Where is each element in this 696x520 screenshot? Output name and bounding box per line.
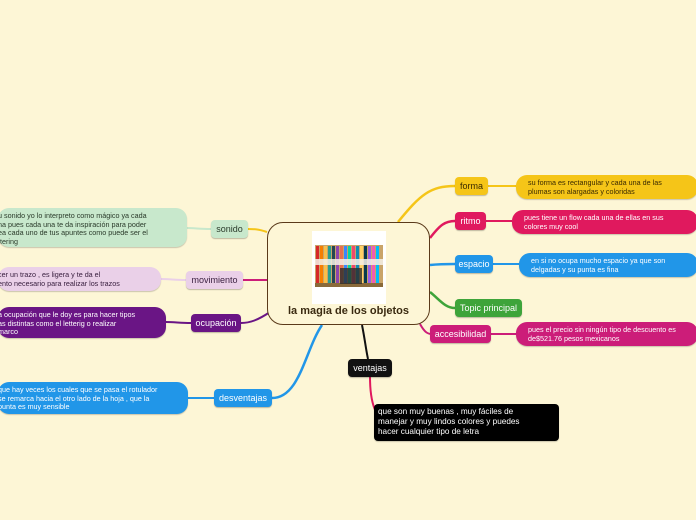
subtopic-movimiento-detail[interactable]: cer un trazo , es ligera y te da el ento… bbox=[0, 267, 161, 291]
connector-desventajas bbox=[271, 324, 324, 400]
subtopic-forma-detail[interactable]: su forma es rectangular y cada una de la… bbox=[516, 175, 696, 199]
topic-ventajas[interactable]: ventajas bbox=[348, 359, 392, 377]
connector-espacio bbox=[429, 262, 456, 267]
topic-ritmo[interactable]: ritmo bbox=[455, 212, 486, 230]
central-topic[interactable]: la magia de los objetos bbox=[267, 222, 430, 325]
connector-forma bbox=[397, 184, 456, 223]
detail-line: plumas son alargadas y coloridas bbox=[528, 186, 635, 196]
connector-movimiento-detail bbox=[160, 278, 187, 281]
central-title: la magia de los objetos bbox=[287, 305, 410, 317]
detail-line: punta es muy sensible bbox=[0, 402, 70, 412]
subtopic-ritmo-detail[interactable]: pues tiene un flow cada una de ellas en … bbox=[512, 210, 696, 234]
topic-movimiento[interactable]: movimiento bbox=[186, 271, 243, 289]
detail-line: ttering bbox=[0, 236, 18, 246]
detail-line: pues el precio sin ningún tipo de descue… bbox=[528, 325, 676, 334]
connector-ritmo bbox=[429, 219, 456, 239]
subtopic-ventajas-detail[interactable]: que son muy buenas , muy fáciles de mane… bbox=[374, 404, 559, 441]
subtopic-sonido-detail[interactable]: u sonido yo lo interpreto como mágico ya… bbox=[0, 208, 187, 247]
detail-line: ea cada uno de tus apuntes como puede se… bbox=[0, 228, 148, 238]
detail-line: que son muy buenas , muy fáciles de bbox=[378, 407, 514, 416]
connector-ocupacion-detail bbox=[165, 321, 192, 324]
detail-line: manejar y muy lindos colores y puedes bbox=[378, 416, 520, 426]
pen-row bbox=[316, 246, 379, 286]
topic-accesibilidad[interactable]: accesibilidad bbox=[430, 325, 491, 343]
subtopic-accesibilidad-detail[interactable]: pues el precio sin ningún tipo de descue… bbox=[516, 322, 696, 346]
detail-line: su forma es rectangular y cada una de la… bbox=[528, 178, 662, 187]
detail-line: delgadas y su punta es fina bbox=[531, 264, 619, 274]
connector-topic bbox=[429, 291, 456, 310]
detail-line: cer un trazo , es ligera y te da el bbox=[0, 270, 101, 279]
detail-line: pues tiene un flow cada una de ellas en … bbox=[524, 213, 664, 222]
detail-line: marco bbox=[0, 327, 18, 337]
topic-sonido[interactable]: sonido bbox=[211, 220, 248, 238]
detail-line: de$521.76 pesos mexicanos bbox=[528, 333, 620, 343]
connector-ventajas bbox=[361, 324, 369, 360]
topic-principal[interactable]: Topic principal bbox=[455, 299, 522, 317]
detail-line: ento necesario para realizar los trazos bbox=[0, 278, 120, 288]
topic-ocupacion[interactable]: ocupación bbox=[191, 314, 241, 332]
detail-line: hacer cualquier tipo de letra bbox=[378, 426, 480, 436]
detail-line: en si no ocupa mucho espacio ya que son bbox=[531, 256, 666, 265]
colored-pens-image bbox=[312, 231, 386, 304]
detail-line: as distintas como el letterig o realizar bbox=[0, 318, 117, 328]
detail-line: que hay veces los cuales que se pasa el … bbox=[0, 385, 158, 394]
connector-sonido bbox=[247, 228, 268, 233]
detail-line: na pues cada una te da inspiración para … bbox=[0, 219, 147, 229]
topic-espacio[interactable]: espacio bbox=[455, 255, 493, 273]
connector-ocupacion bbox=[240, 311, 271, 324]
connector-sonido-detail bbox=[186, 227, 212, 230]
detail-line: colores muy cool bbox=[524, 221, 578, 231]
subtopic-ocupacion-detail[interactable]: a ocupación que le doy es para hacer tip… bbox=[0, 307, 166, 338]
detail-line: se remarca hacia el otro lado de la hoja… bbox=[0, 393, 150, 403]
subtopic-desventajas-detail[interactable]: que hay veces los cuales que se pasa el … bbox=[0, 382, 188, 414]
topic-desventajas[interactable]: desventajas bbox=[214, 389, 272, 407]
topic-forma[interactable]: forma bbox=[455, 177, 488, 195]
detail-line: u sonido yo lo interpreto como mágico ya… bbox=[0, 211, 147, 220]
subtopic-espacio-detail[interactable]: en si no ocupa mucho espacio ya que son … bbox=[519, 253, 696, 277]
detail-line: a ocupación que le doy es para hacer tip… bbox=[0, 310, 136, 319]
